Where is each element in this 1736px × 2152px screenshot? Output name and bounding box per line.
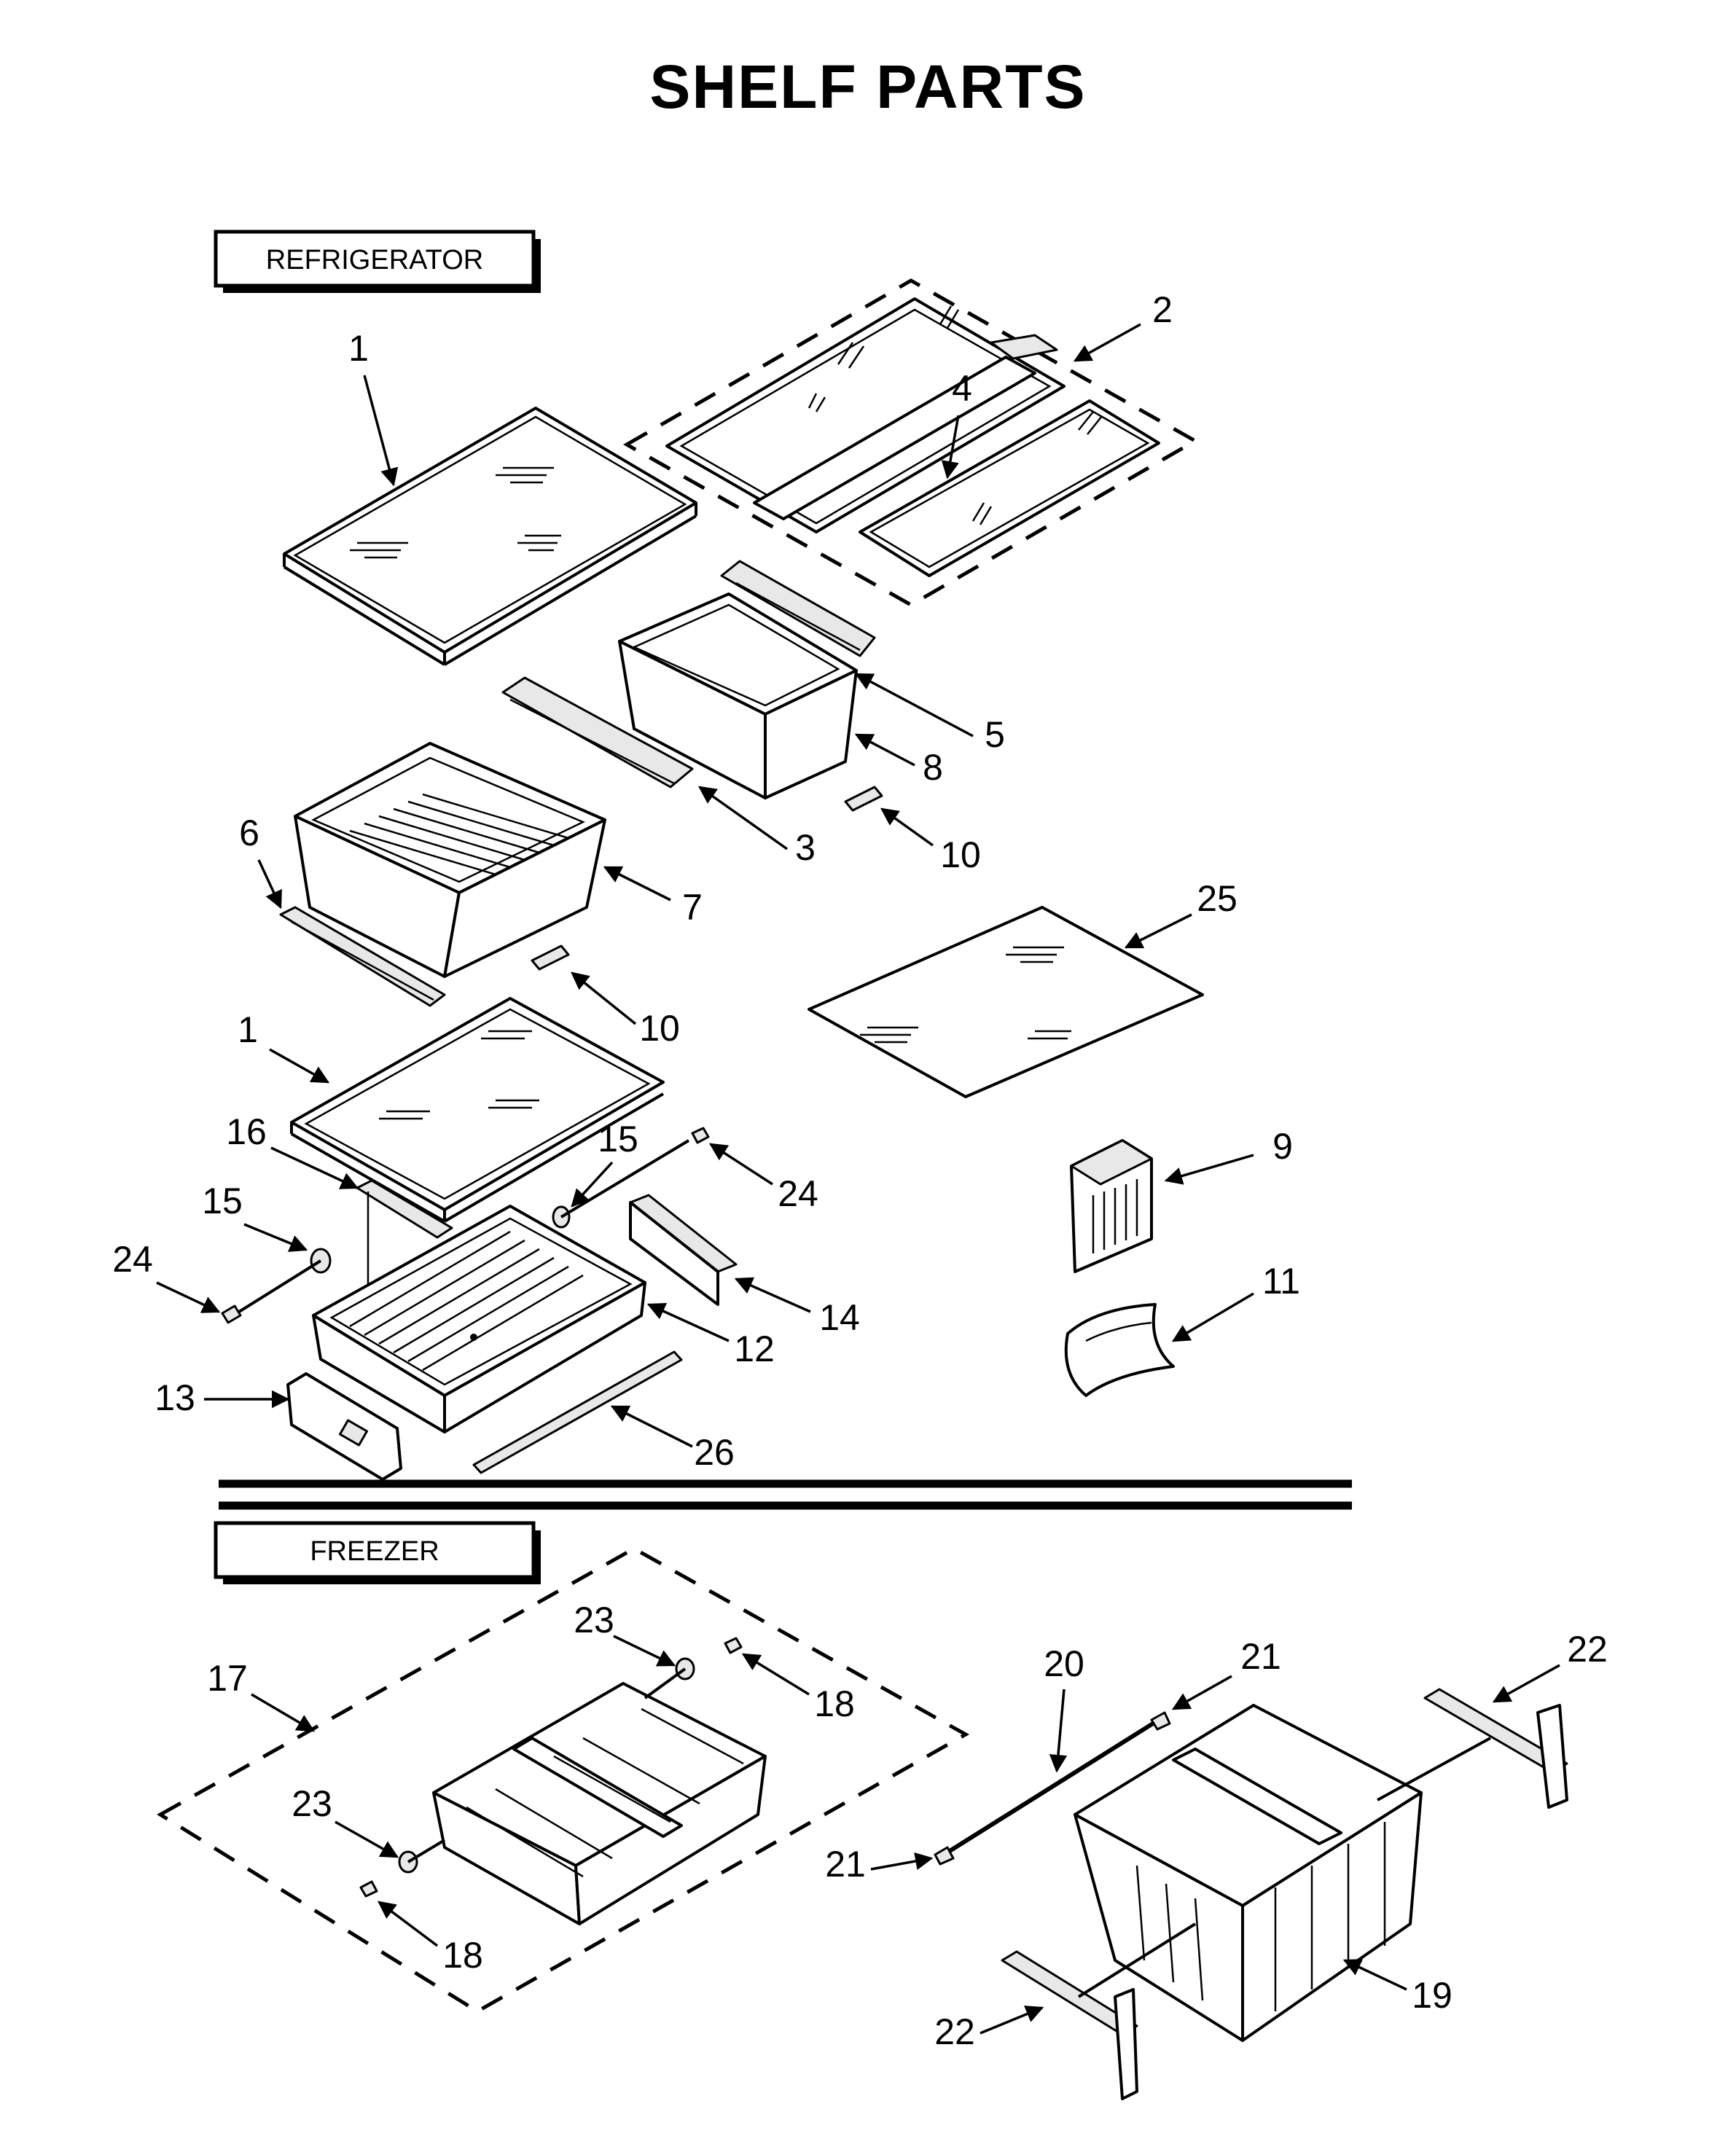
callouts: 1 2 4 5 8 3 10 6 7 10 25 1 16 15 15 24 2 bbox=[112, 289, 1608, 2052]
part-5-crisper-rail bbox=[720, 560, 876, 657]
part-18-screw-lower bbox=[359, 1880, 378, 1898]
callout-14: 14 bbox=[819, 1297, 860, 1338]
callout-10b: 10 bbox=[639, 1008, 680, 1049]
part-23-bushing-upper bbox=[644, 1657, 695, 1699]
callout-9: 9 bbox=[1272, 1126, 1293, 1167]
part-23-bushing-lower bbox=[398, 1839, 446, 1874]
callout-18b: 18 bbox=[442, 1935, 483, 1976]
callout-18a: 18 bbox=[814, 1683, 855, 1724]
callout-17: 17 bbox=[207, 1658, 248, 1699]
callout-16: 16 bbox=[226, 1111, 267, 1152]
part-14-pantry-bracket bbox=[629, 1194, 738, 1306]
part-11-air-filter bbox=[1064, 1303, 1175, 1397]
callout-8: 8 bbox=[923, 747, 943, 788]
part-13-pantry-control bbox=[286, 1372, 402, 1481]
freezer-section-label: FREEZER bbox=[214, 1521, 541, 1584]
part-6-crisper-rail bbox=[279, 906, 446, 1007]
callout-13: 13 bbox=[155, 1377, 195, 1418]
part-24-screw-right bbox=[691, 1127, 710, 1144]
callout-24a: 24 bbox=[112, 1239, 153, 1280]
callout-25: 25 bbox=[1197, 878, 1238, 919]
callout-20: 20 bbox=[1044, 1643, 1084, 1684]
callout-19: 19 bbox=[1412, 1975, 1452, 2016]
part-25-glass-insert bbox=[808, 906, 1204, 1098]
callout-6: 6 bbox=[239, 813, 259, 853]
part-2-split-shelf-assembly bbox=[622, 278, 1200, 607]
part-3-crisper-cover bbox=[501, 676, 694, 789]
part-7-crisper-pan bbox=[294, 742, 606, 978]
callout-1a: 1 bbox=[348, 328, 369, 369]
callout-26: 26 bbox=[694, 1432, 735, 1473]
callout-22b: 22 bbox=[934, 2011, 975, 2052]
callout-7: 7 bbox=[682, 887, 703, 928]
part-24-screw-left bbox=[221, 1304, 242, 1324]
part-19-freezer-basket bbox=[1074, 1704, 1423, 2042]
callout-3: 3 bbox=[795, 827, 816, 868]
callout-10a: 10 bbox=[940, 834, 981, 875]
part-10-label-clip-b bbox=[531, 944, 570, 971]
callout-23b: 23 bbox=[292, 1783, 332, 1824]
callout-1b: 1 bbox=[238, 1009, 258, 1050]
part-21-rod-end-a bbox=[1150, 1711, 1171, 1731]
part-22-slide-rail-right bbox=[1377, 1688, 1568, 1809]
part-18-screw-upper bbox=[724, 1637, 743, 1654]
part-15-bushing-left bbox=[232, 1248, 332, 1317]
section-divider bbox=[219, 1479, 1352, 1510]
callout-24b: 24 bbox=[778, 1173, 818, 1214]
part-10-label-clip-a bbox=[844, 786, 883, 812]
callout-15a: 15 bbox=[202, 1181, 243, 1221]
callout-5: 5 bbox=[985, 714, 1005, 755]
part-20-basket-rod bbox=[942, 1718, 1160, 1857]
callout-15b: 15 bbox=[598, 1119, 638, 1159]
part-21-rod-end-b bbox=[934, 1846, 955, 1866]
callout-2: 2 bbox=[1152, 289, 1173, 330]
part-9-air-filter-housing bbox=[1070, 1139, 1153, 1273]
callout-21a: 21 bbox=[1240, 1636, 1281, 1677]
callout-11: 11 bbox=[1262, 1261, 1300, 1302]
part-1-glass-shelf-lower bbox=[290, 997, 665, 1223]
part-22-slide-rail-left bbox=[1001, 1922, 1197, 2100]
callout-12: 12 bbox=[734, 1329, 775, 1369]
callout-21b: 21 bbox=[825, 1844, 866, 1885]
page-title: SHELF PARTS bbox=[649, 52, 1086, 121]
part-8-upper-crisper-pan bbox=[618, 592, 858, 799]
callout-4: 4 bbox=[952, 368, 972, 409]
part-12-pantry-drawer bbox=[312, 1205, 646, 1433]
refrigerator-section-label: REFRIGERATOR bbox=[214, 230, 541, 293]
refrigerator-label-text: REFRIGERATOR bbox=[266, 245, 483, 275]
part-1-glass-shelf-top bbox=[283, 407, 697, 666]
part-26-trim-strip bbox=[472, 1350, 683, 1474]
part-17-freezer-basket-assembly bbox=[157, 1546, 970, 2014]
freezer-label-text: FREEZER bbox=[310, 1536, 439, 1567]
callout-23a: 23 bbox=[574, 1600, 614, 1640]
callout-22a: 22 bbox=[1567, 1629, 1608, 1670]
